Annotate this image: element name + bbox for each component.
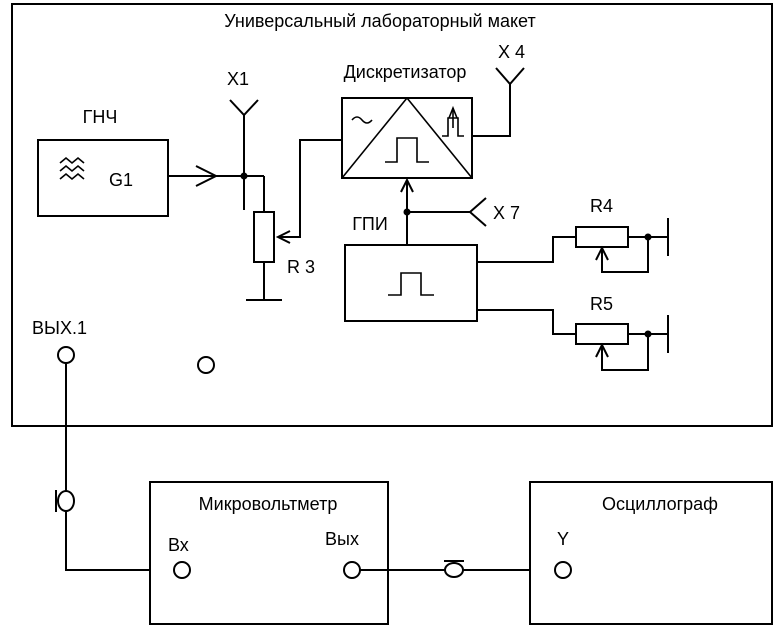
r4-wiper-wire — [601, 237, 649, 273]
x1-label: X1 — [227, 69, 249, 89]
microvoltmeter-label: Микровольтметр — [199, 494, 338, 514]
r4-wiper-arrow-icon — [595, 245, 609, 261]
r3-wiper-wire — [278, 139, 342, 238]
r4-resistor — [575, 226, 629, 248]
oscilloscope-block — [529, 481, 773, 625]
output-vyx-label: Вых — [325, 529, 359, 549]
sampler-diag-left — [341, 97, 408, 179]
r4-label: R4 — [590, 196, 613, 216]
x7-probe-icon — [468, 197, 487, 227]
signal-arrow-icon — [195, 165, 219, 187]
gpi-label: ГПИ — [352, 214, 388, 234]
r3-resistor — [253, 211, 275, 263]
x4-probe-icon — [495, 67, 525, 86]
oscilloscope-label: Осциллограф — [602, 494, 718, 514]
gnch-block — [37, 139, 169, 217]
r5-resistor — [575, 323, 629, 345]
r5-wire — [477, 309, 576, 335]
x1-probe-icon — [229, 99, 259, 117]
r4-wire — [477, 236, 576, 263]
x7-label: X 7 — [493, 203, 520, 223]
output-vyx-jack[interactable] — [343, 561, 361, 579]
r5-wiper-arrow-icon — [595, 342, 609, 358]
g1-label: G1 — [109, 170, 133, 190]
input-bx-label: Вх — [168, 535, 189, 555]
x4-wire — [472, 84, 511, 137]
gpi-arrow-icon — [400, 177, 414, 193]
y-input-label: Y — [557, 529, 569, 549]
pulse-icon — [385, 137, 429, 163]
board-jack[interactable] — [197, 356, 215, 374]
y-input-jack[interactable] — [554, 561, 572, 579]
out1-jack[interactable] — [57, 346, 75, 364]
input-bx-jack[interactable] — [173, 561, 191, 579]
sampler-label: Дискретизатор — [344, 62, 467, 82]
x4-label: X 4 — [498, 42, 525, 62]
r3-label: R 3 — [287, 257, 315, 277]
r5-label: R5 — [590, 294, 613, 314]
panel-title: Универсальный лабораторный макет — [224, 11, 535, 31]
gpi-pulse-icon — [388, 272, 434, 296]
cable-clamp-icon — [55, 490, 75, 512]
cable-out1-to-input — [65, 363, 175, 571]
r5-wiper-wire — [601, 334, 649, 371]
sine-icon — [351, 116, 373, 124]
sine-wave-symbol-icon — [59, 156, 85, 181]
gpi-block — [344, 244, 478, 322]
gnch-label: ГНЧ — [83, 107, 118, 127]
wiper-arrow-icon — [275, 230, 291, 244]
sampler-diag-right — [406, 97, 473, 179]
cable-clamp-icon — [444, 560, 464, 578]
microvoltmeter-block — [149, 481, 389, 625]
out1-label: ВЫХ.1 — [32, 318, 87, 338]
